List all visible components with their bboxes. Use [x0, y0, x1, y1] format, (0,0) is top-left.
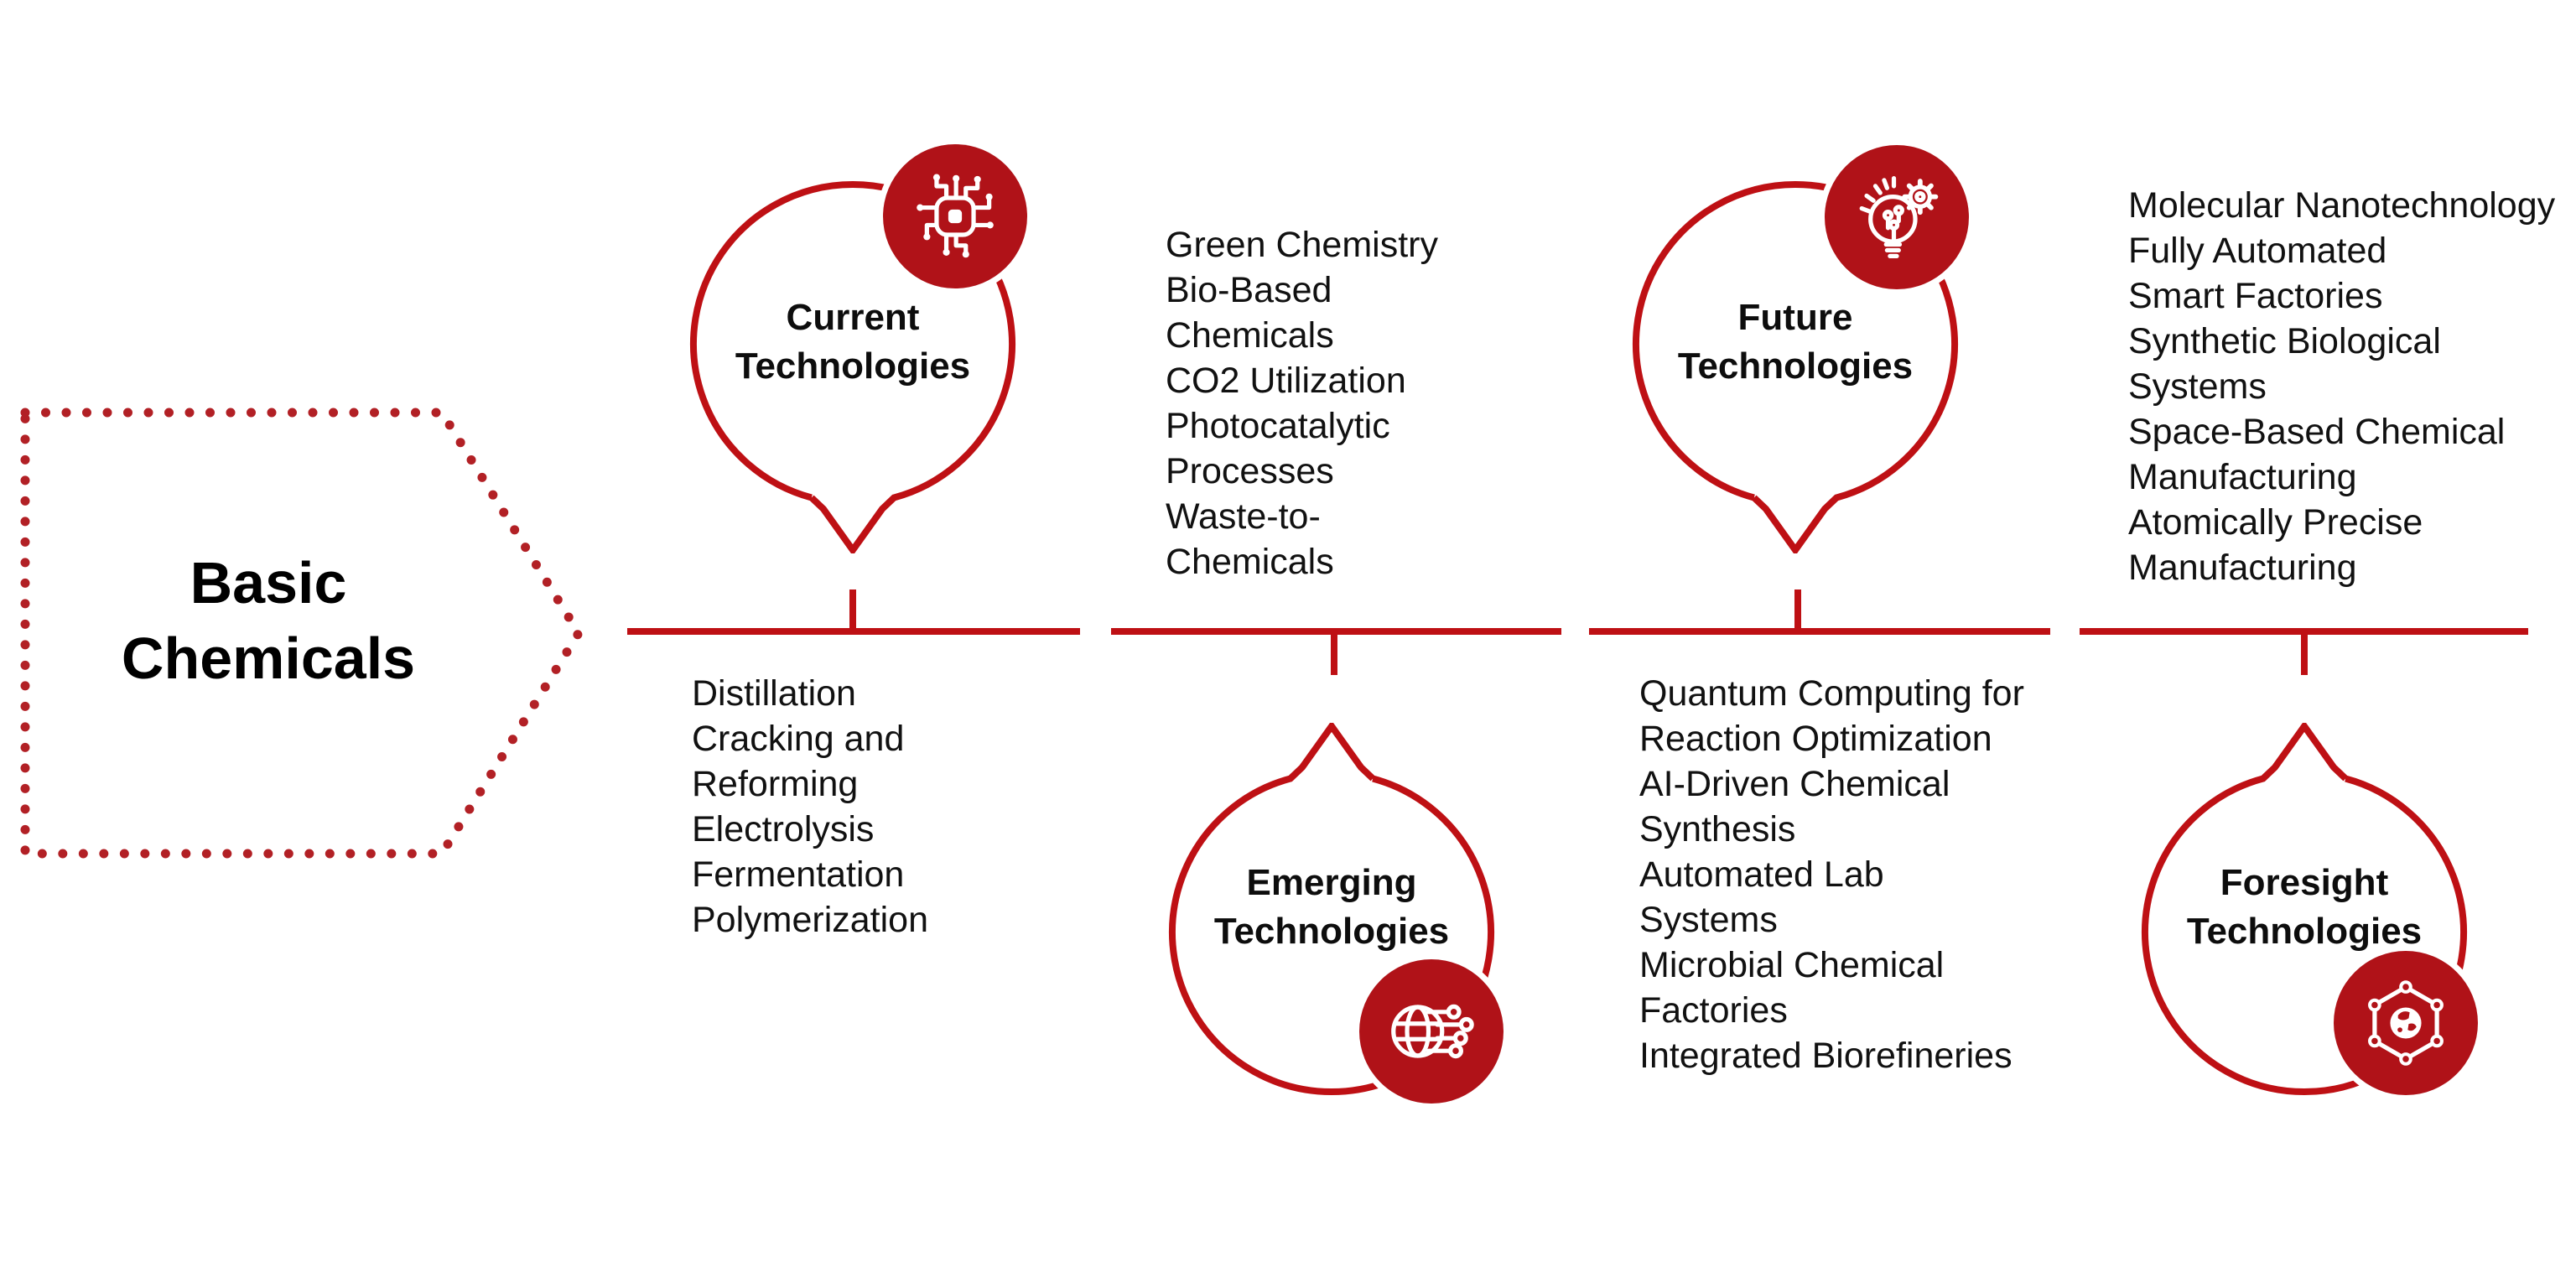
basic-chemicals-arrow — [20, 408, 584, 859]
current-stage-badge — [883, 144, 1027, 288]
current-technologies-list: Distillation Cracking and Reforming Elec… — [692, 673, 928, 940]
stage-title-current: Current Technologies — [735, 297, 971, 387]
foresight-technologies-list: Molecular Nanotechnology Fully Automated… — [2128, 185, 2556, 588]
stage-title-emerging: Emerging Technologies — [1213, 862, 1450, 952]
bulb-gear-icon — [1859, 175, 1939, 259]
timeline-segment-current — [627, 628, 1080, 635]
timeline-segment-foresight — [2080, 628, 2528, 635]
emerging-technologies-list: Green Chemistry Bio-Based Chemicals CO2 … — [1166, 225, 1438, 582]
source-label: Basic Chemicals — [121, 550, 416, 691]
dotted-arrow-outline — [20, 408, 584, 859]
timeline-tick-current — [849, 589, 856, 630]
stage-title-future: Future Technologies — [1677, 297, 1914, 387]
stage-title-foresight: Foresight Technologies — [2186, 862, 2423, 952]
foresight-stage-badge — [2334, 951, 2478, 1095]
globe-network-icon — [1391, 1004, 1474, 1059]
future-technologies-list: Quantum Computing for Reaction Optimizat… — [1639, 673, 2024, 1076]
globe-hexagon-icon — [2368, 980, 2444, 1066]
timeline-tick-future — [1794, 589, 1801, 630]
emerging-stage-badge — [1359, 959, 1504, 1104]
timeline-tick-foresight — [2301, 635, 2308, 675]
timeline-segment-future — [1589, 628, 2050, 635]
timeline-tick-emerging — [1331, 635, 1337, 675]
chip-circuit-icon — [917, 174, 994, 258]
timeline-segment-emerging — [1111, 628, 1561, 635]
future-stage-badge — [1825, 145, 1969, 289]
